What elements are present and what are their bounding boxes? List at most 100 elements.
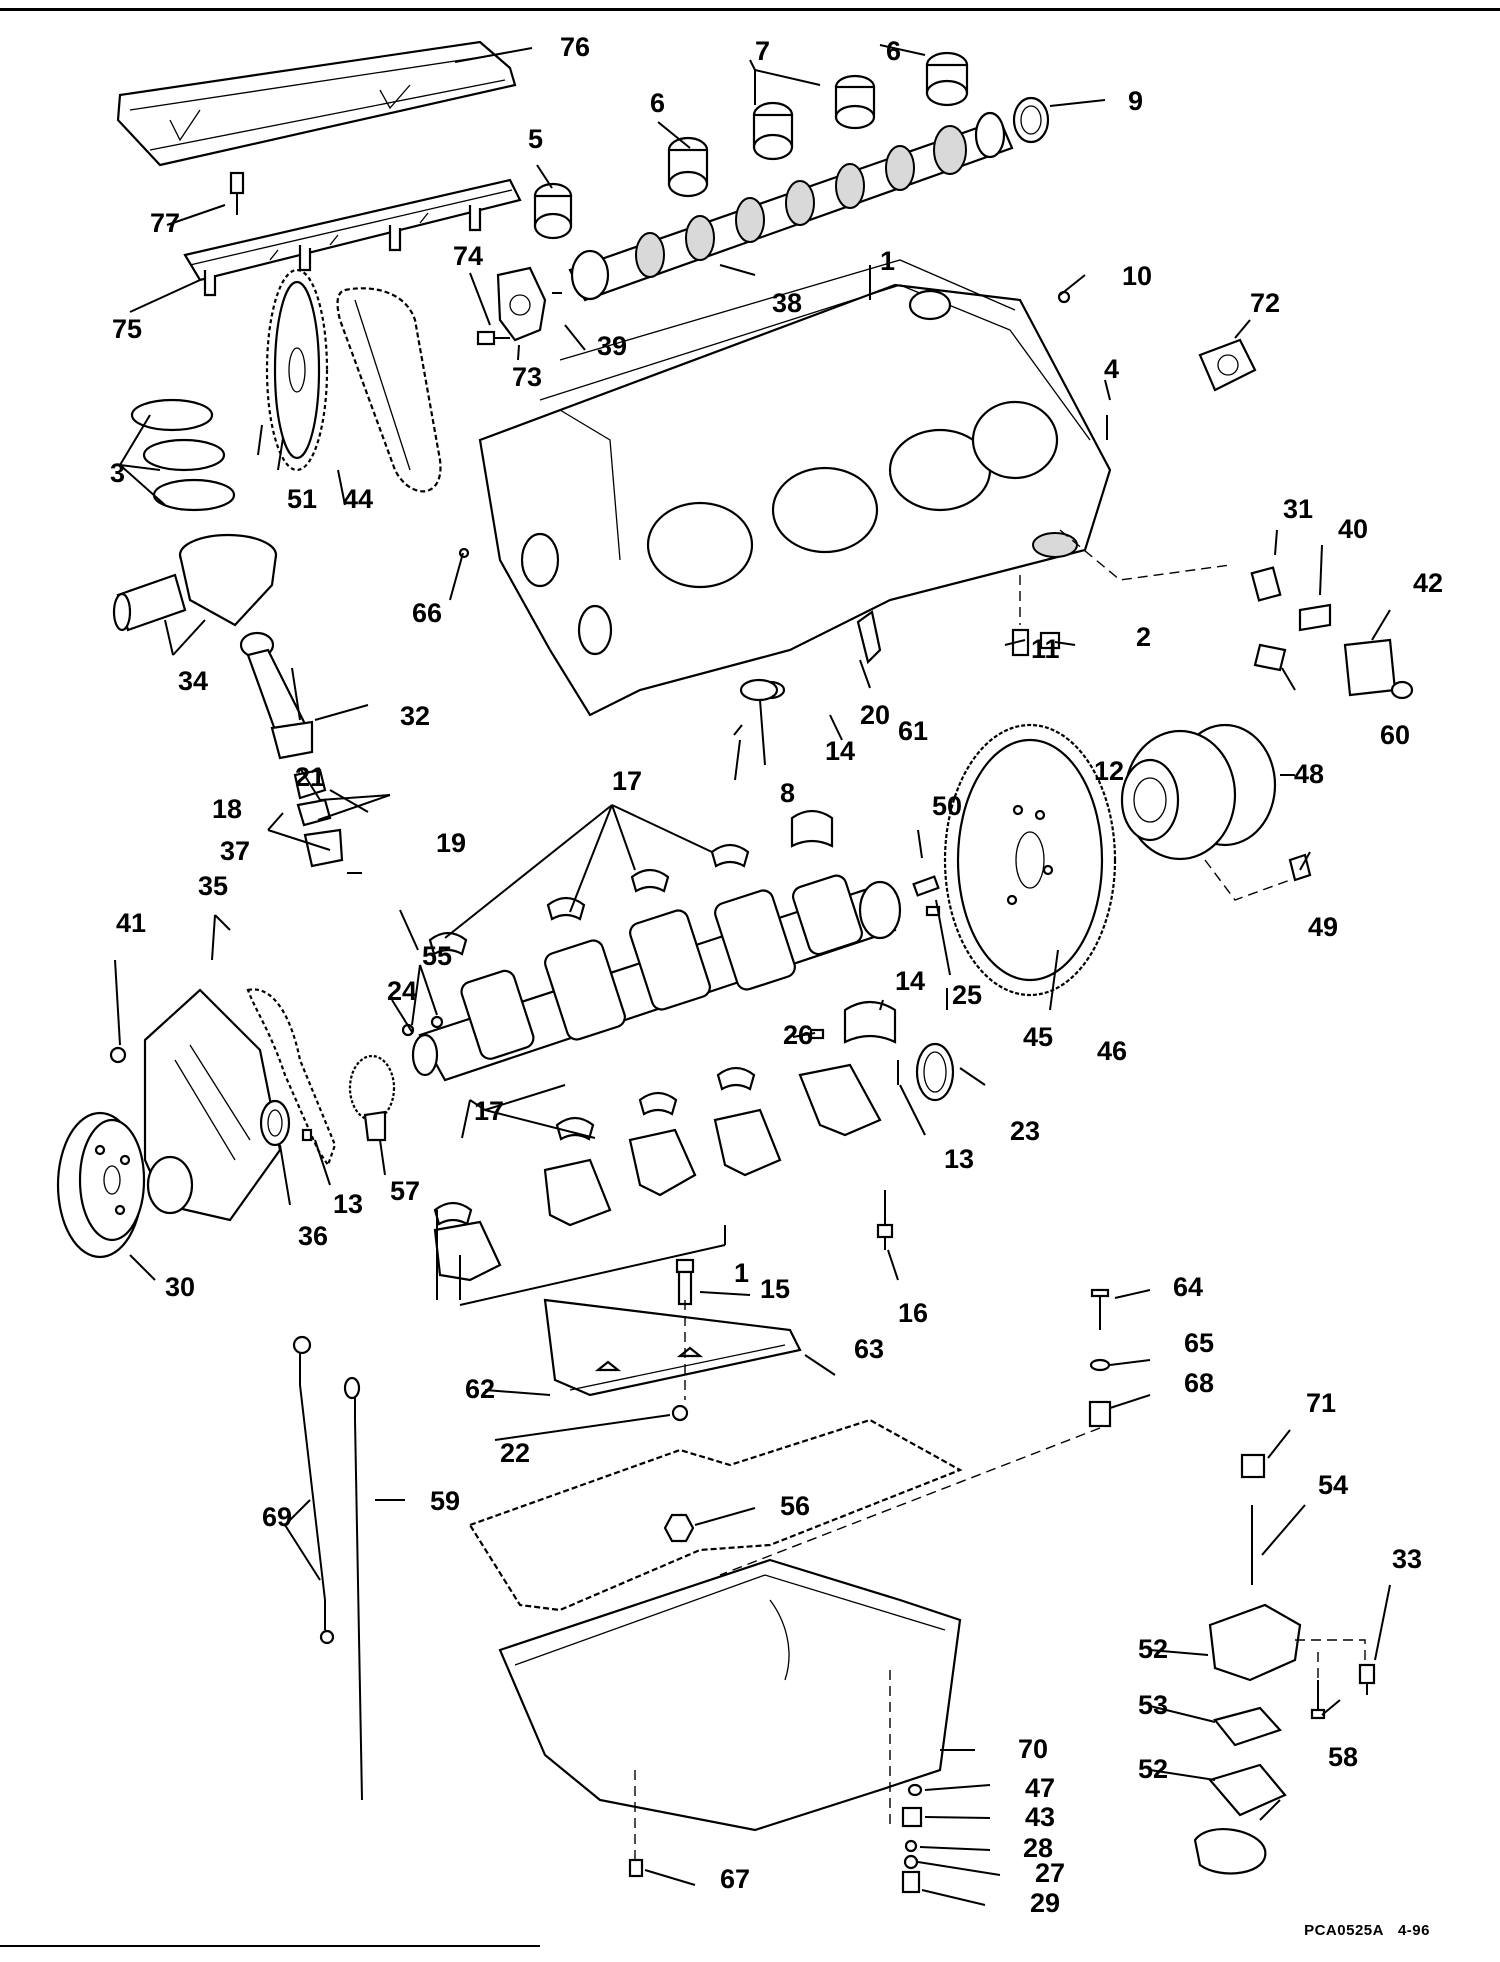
callout-44: 44 — [343, 484, 373, 514]
callout-51: 51 — [287, 484, 317, 514]
callout-7: 7 — [755, 36, 770, 66]
callout-31: 31 — [1283, 494, 1313, 524]
callout-11: 11 — [1031, 634, 1060, 664]
callout-50: 50 — [932, 791, 962, 821]
callout-1: 1 — [880, 246, 895, 276]
main-bearing-caps — [433, 1060, 899, 1306]
connecting-rod-18 — [239, 631, 362, 874]
oil-pan-gasket-63 — [468, 1418, 963, 1612]
flywheel-45 — [943, 723, 1117, 997]
callout-41: 41 — [116, 908, 146, 938]
callout-21: 21 — [295, 762, 325, 792]
callout-14: 14 — [825, 736, 855, 766]
callout-17: 17 — [474, 1096, 504, 1126]
callout-13: 13 — [944, 1144, 974, 1174]
engine-block-1 — [478, 259, 1112, 717]
callout-63: 63 — [854, 1334, 884, 1364]
callout-6: 6 — [650, 88, 665, 118]
oil-pan-70 — [498, 1558, 962, 1832]
callout-69: 69 — [262, 1502, 292, 1532]
oil-pressure-sender-66 — [1198, 338, 1414, 700]
nut-22 — [671, 1404, 689, 1422]
front-seal-36 — [259, 1099, 291, 1147]
callout-49: 49 — [1308, 912, 1338, 942]
callout-12: 12 — [1094, 756, 1124, 786]
callout-58: 58 — [1328, 1742, 1358, 1772]
drawing-number: PCA0525A — [1304, 1922, 1384, 1939]
pan-bolt-64 — [719, 1288, 1112, 1576]
callout-27: 27 — [1035, 1858, 1065, 1888]
callout-43: 43 — [1025, 1802, 1055, 1832]
callout-23: 23 — [1010, 1116, 1040, 1146]
oil-pump-52 — [1193, 1453, 1376, 1875]
nut-56 — [663, 1513, 695, 1543]
callout-77: 77 — [150, 208, 180, 238]
leader-lines — [114, 44, 1391, 1906]
callout-59: 59 — [430, 1486, 460, 1516]
callout-45: 45 — [1023, 1022, 1053, 1052]
callout-6: 6 — [886, 36, 901, 66]
callout-16: 16 — [898, 1298, 928, 1328]
piston-rings-3 — [130, 398, 236, 512]
callout-65: 65 — [1184, 1328, 1214, 1358]
callout-34: 34 — [178, 666, 208, 696]
screw-67 — [628, 1770, 644, 1878]
callout-13: 13 — [333, 1189, 363, 1219]
drain-plug-parts — [901, 1783, 923, 1894]
callout-53: 53 — [1138, 1690, 1168, 1720]
callout-26: 26 — [783, 1020, 813, 1050]
callout-28: 28 — [1023, 1833, 1053, 1863]
callout-20: 20 — [860, 700, 890, 730]
callout-57: 57 — [390, 1176, 420, 1206]
callout-25: 25 — [952, 980, 982, 1010]
callout-40: 40 — [1338, 514, 1368, 544]
callout-8: 8 — [780, 778, 795, 808]
callout-4: 4 — [1104, 354, 1119, 384]
callout-71: 71 — [1306, 1388, 1336, 1418]
callout-22: 22 — [500, 1438, 530, 1468]
callout-37: 37 — [220, 836, 250, 866]
dipstick-59 — [343, 1376, 363, 1801]
callout-39: 39 — [597, 331, 627, 361]
callout-15: 15 — [760, 1274, 790, 1304]
timing-sprocket-44 — [265, 268, 329, 472]
callout-32: 32 — [400, 701, 430, 731]
callout-14: 14 — [895, 966, 925, 996]
callout-9: 9 — [1128, 86, 1143, 116]
callout-24: 24 — [387, 976, 417, 1006]
callout-55: 55 — [422, 941, 452, 971]
callout-38: 38 — [772, 288, 802, 318]
callout-66: 66 — [412, 598, 442, 628]
callout-5: 5 — [528, 124, 543, 154]
drawing-code: PCA0525A 4-96 — [1290, 1922, 1430, 1939]
callout-42: 42 — [1413, 568, 1443, 598]
timing-cover-gasket-37 — [246, 988, 337, 1168]
bottom-rule — [0, 1945, 540, 1947]
thrust-plate-73 — [476, 266, 562, 346]
timing-cover-35 — [143, 988, 282, 1222]
callout-30: 30 — [165, 1272, 195, 1302]
callout-62: 62 — [465, 1374, 495, 1404]
callout-64: 64 — [1173, 1272, 1203, 1302]
callout-47: 47 — [1025, 1773, 1055, 1803]
callout-48: 48 — [1294, 759, 1324, 789]
block-fittings — [458, 290, 1231, 736]
callout-46: 46 — [1097, 1036, 1127, 1066]
callout-76: 76 — [560, 32, 590, 62]
callout-74: 74 — [453, 241, 483, 271]
drawing-date: 4-96 — [1397, 1922, 1430, 1939]
callout-35: 35 — [198, 871, 228, 901]
callout-61: 61 — [898, 716, 928, 746]
piston-2 — [112, 533, 278, 632]
callout-2: 2 — [1136, 622, 1151, 652]
callout-72: 72 — [1250, 288, 1280, 318]
camshaft-38 — [568, 111, 1014, 302]
callout-70: 70 — [1018, 1734, 1048, 1764]
callout-17: 17 — [612, 766, 642, 796]
callout-19: 19 — [436, 828, 466, 858]
callout-36: 36 — [298, 1221, 328, 1251]
bolt-77 — [229, 171, 245, 215]
